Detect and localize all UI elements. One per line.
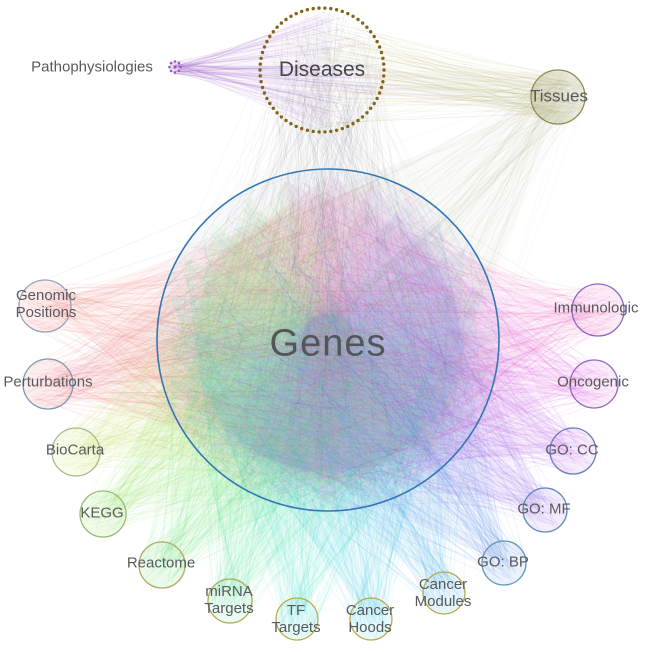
edge-bundle-oncogenic-genes: [173, 177, 617, 498]
edge-fan-cancer_modules-genes: [169, 248, 465, 594]
edge-bundle-go_bp-genes: [161, 172, 526, 585]
node-circle-go_bp[interactable]: [481, 540, 527, 586]
node-circle-go_mf[interactable]: [522, 487, 568, 533]
edge-fan-immunologic-genes: [284, 181, 598, 505]
edge-fans: [45, 11, 598, 619]
node-circle-oncogenic[interactable]: [569, 359, 619, 409]
node-circle-perturbations[interactable]: [22, 358, 74, 410]
edge-fan-genomic_positions-genes: [45, 181, 373, 505]
node-circle-cancer_modules[interactable]: [422, 571, 466, 615]
edge-fan-kegg-genes: [103, 195, 448, 514]
edge-bundle-genomic_positions-genes: [21, 173, 490, 503]
node-circles: [18, 6, 625, 641]
node-circle-reactome[interactable]: [138, 541, 186, 589]
edge-fan-cancer_hoods-genes: [163, 289, 485, 619]
node-circle-diseases[interactable]: [258, 6, 386, 134]
node-circle-genomic_positions[interactable]: [18, 279, 72, 333]
edge-bundle-reactome-genes: [138, 183, 496, 588]
node-circle-immunologic[interactable]: [571, 283, 625, 337]
edge-fan-go_mf-genes: [207, 196, 545, 511]
node-circle-mirna_targets[interactable]: [207, 578, 253, 624]
edge-fan-reactome-genes: [162, 222, 474, 565]
node-circle-kegg[interactable]: [79, 490, 127, 538]
edge-bundle-diseases-tissues: [266, 10, 583, 131]
edge-bundle-immunologic-genes: [176, 176, 623, 502]
edge-bundle-perturbations-genes: [23, 182, 481, 495]
node-circle-biocarta[interactable]: [51, 427, 101, 477]
edge-bundle-cancer_modules-genes: [167, 169, 487, 613]
edge-bundle-go_cc-genes: [159, 188, 596, 509]
edge-fan-go_cc-genes: [237, 181, 574, 478]
node-circle-tf_targets[interactable]: [275, 597, 319, 641]
node-circle-cancer_hoods[interactable]: [349, 597, 393, 641]
node-circle-genes[interactable]: [156, 168, 500, 512]
node-circle-tissues[interactable]: [530, 69, 586, 125]
node-circle-go_cc[interactable]: [549, 427, 597, 475]
edge-fan-pathophysiologies-diseases: [175, 11, 333, 130]
edge-fan-perturbations-genes: [48, 175, 379, 497]
edge-bundle-mirna_targets-genes: [167, 177, 497, 618]
edge-bundle-tf_targets-genes: [167, 176, 493, 640]
edge-bundle-pathophysiologies-diseases: [168, 11, 381, 132]
node-circle-pathophysiologies[interactable]: [168, 60, 182, 74]
edge-bundle-go_mf-genes: [160, 180, 566, 532]
edge-bundle-pathophysiologies-tissues: [168, 61, 583, 121]
edge-fan-go_bp-genes: [184, 219, 504, 563]
edge-bundle-biocarta-genes: [53, 181, 489, 494]
edge-fan-biocarta-genes: [76, 181, 418, 479]
edge-bundle-kegg-genes: [81, 181, 497, 537]
edge-bundle-cancer_hoods-genes: [164, 179, 493, 639]
edge-bundles: [21, 8, 623, 640]
edge-bundle-diseases-genes: [163, 8, 499, 506]
edge-bundle-tissues-genes: [159, 70, 585, 503]
edge-fan-tf_targets-genes: [169, 296, 493, 619]
edge-fan-oncogenic-genes: [276, 175, 594, 497]
edge-fan-mirna_targets-genes: [184, 258, 490, 601]
